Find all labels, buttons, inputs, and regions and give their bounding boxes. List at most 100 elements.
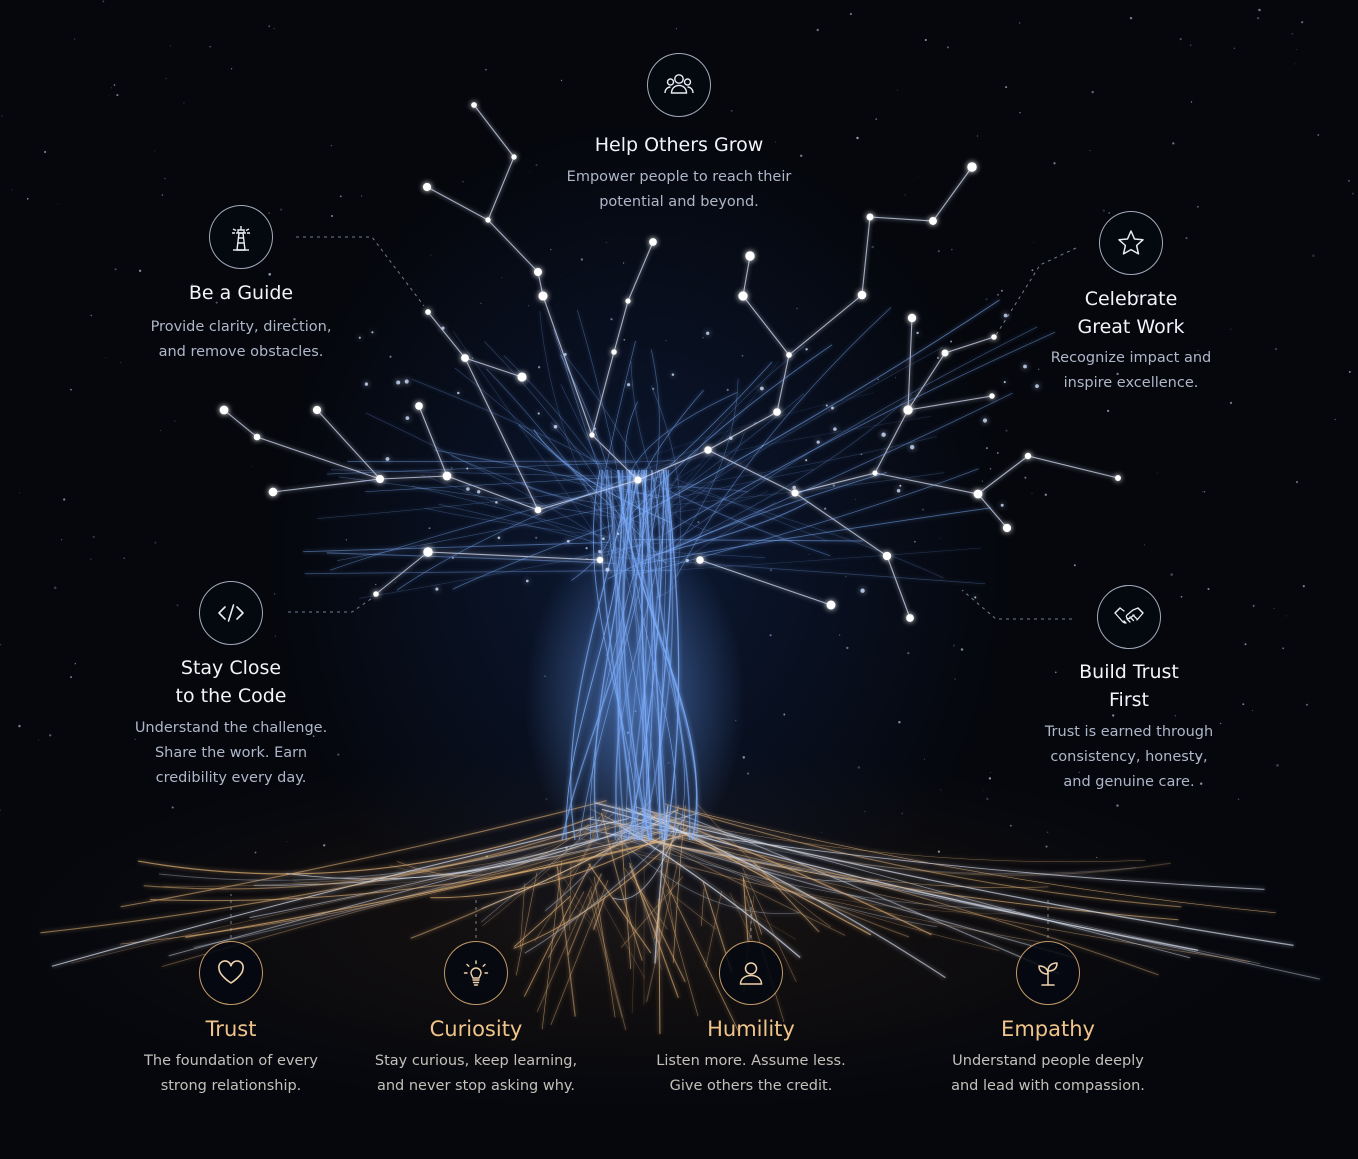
small-node: [671, 373, 675, 376]
small-node: [598, 550, 602, 554]
star: [1202, 491, 1204, 493]
star: [57, 203, 59, 205]
star: [191, 283, 194, 286]
star: [274, 635, 276, 637]
star: [783, 713, 786, 716]
root-strand: [610, 821, 1000, 951]
people-group-icon: [647, 53, 711, 117]
branch-wisp: [630, 299, 1000, 520]
branch-wisp: [630, 361, 651, 470]
star: [280, 327, 282, 330]
star: [901, 812, 904, 815]
connector-lines: [230, 236, 1077, 938]
branch-line: [907, 395, 993, 411]
root-strand: [534, 809, 609, 942]
branch-wisp: [572, 541, 666, 559]
constellation-node: [375, 474, 385, 484]
constellation-node: [704, 446, 712, 454]
root-strand: [588, 818, 1265, 890]
small-node: [916, 331, 919, 335]
constellation-node: [1115, 475, 1121, 481]
star: [209, 45, 212, 48]
star: [954, 678, 956, 680]
root-strand: [605, 822, 1159, 976]
star: [1005, 429, 1008, 432]
star: [1242, 703, 1245, 706]
small-node: [466, 487, 470, 491]
value-build-trust-first: Build Trust First Trust is earned throug…: [999, 585, 1259, 795]
star: [580, 258, 584, 261]
value-title: Humility: [707, 1017, 795, 1041]
small-node: [537, 412, 540, 415]
star: [1179, 38, 1182, 41]
trunk-strand: [600, 469, 635, 841]
star: [169, 45, 171, 47]
star: [730, 109, 733, 112]
constellation-node: [991, 334, 997, 340]
branch-wisp: [618, 519, 633, 568]
star: [19, 492, 21, 494]
small-node: [605, 567, 610, 572]
branch-wisp: [664, 392, 1013, 553]
star: [550, 248, 552, 251]
star: [1256, 16, 1260, 20]
star: [960, 648, 964, 651]
star: [923, 758, 926, 760]
star: [90, 314, 93, 317]
star: [1053, 162, 1056, 165]
star: [1185, 237, 1188, 240]
trunk-strand: [665, 469, 680, 841]
small-node: [364, 382, 369, 386]
branch-wisp: [424, 507, 612, 537]
value-title: Trust: [205, 1017, 257, 1041]
star: [268, 212, 270, 214]
root-tendril: [593, 895, 606, 930]
star: [1156, 472, 1158, 474]
branch-wisp: [304, 569, 672, 575]
small-node: [495, 501, 498, 504]
small-node: [1000, 503, 1004, 507]
constellation-node: [511, 154, 517, 160]
star: [849, 12, 853, 16]
root-strand: [149, 835, 682, 902]
value-description: Provide clarity, direction, and remove o…: [150, 319, 332, 360]
root-strand: [513, 826, 688, 949]
star: [110, 87, 112, 89]
constellation-node: [967, 162, 977, 172]
small-node: [553, 424, 558, 429]
star: [1031, 269, 1034, 272]
value-help-others-grow: Help Others Grow Empower people to reach…: [519, 53, 839, 215]
star: [123, 557, 125, 559]
star: [183, 102, 185, 104]
small-node: [896, 489, 901, 493]
root-tendril: [620, 876, 684, 948]
branch-line: [699, 559, 832, 606]
root-strand: [604, 831, 1016, 910]
branch-wisp: [629, 392, 738, 474]
star: [273, 27, 275, 30]
root-tendril: [556, 866, 596, 927]
branch-network: [223, 104, 1119, 619]
star: [950, 340, 953, 343]
root-tendril: [658, 899, 661, 1035]
root-tendril: [646, 861, 679, 1003]
star: [1005, 86, 1008, 89]
root-tendril: [742, 878, 749, 944]
star-icon: [1099, 211, 1163, 275]
small-node: [627, 383, 631, 387]
branch-wisp: [450, 455, 645, 525]
small-node: [982, 418, 988, 423]
trunk-strand: [570, 469, 633, 841]
value-description: The foundation of every strong relations…: [144, 1053, 318, 1094]
small-node: [805, 459, 808, 462]
star: [0, 643, 2, 646]
root-tendril: [593, 876, 616, 1018]
star: [1116, 804, 1119, 807]
star: [981, 480, 984, 482]
star: [936, 356, 940, 360]
star: [1073, 564, 1076, 567]
star: [1274, 348, 1277, 351]
branch-line: [272, 478, 381, 493]
star: [428, 527, 431, 530]
value-description: Empower people to reach their potential …: [566, 169, 792, 210]
